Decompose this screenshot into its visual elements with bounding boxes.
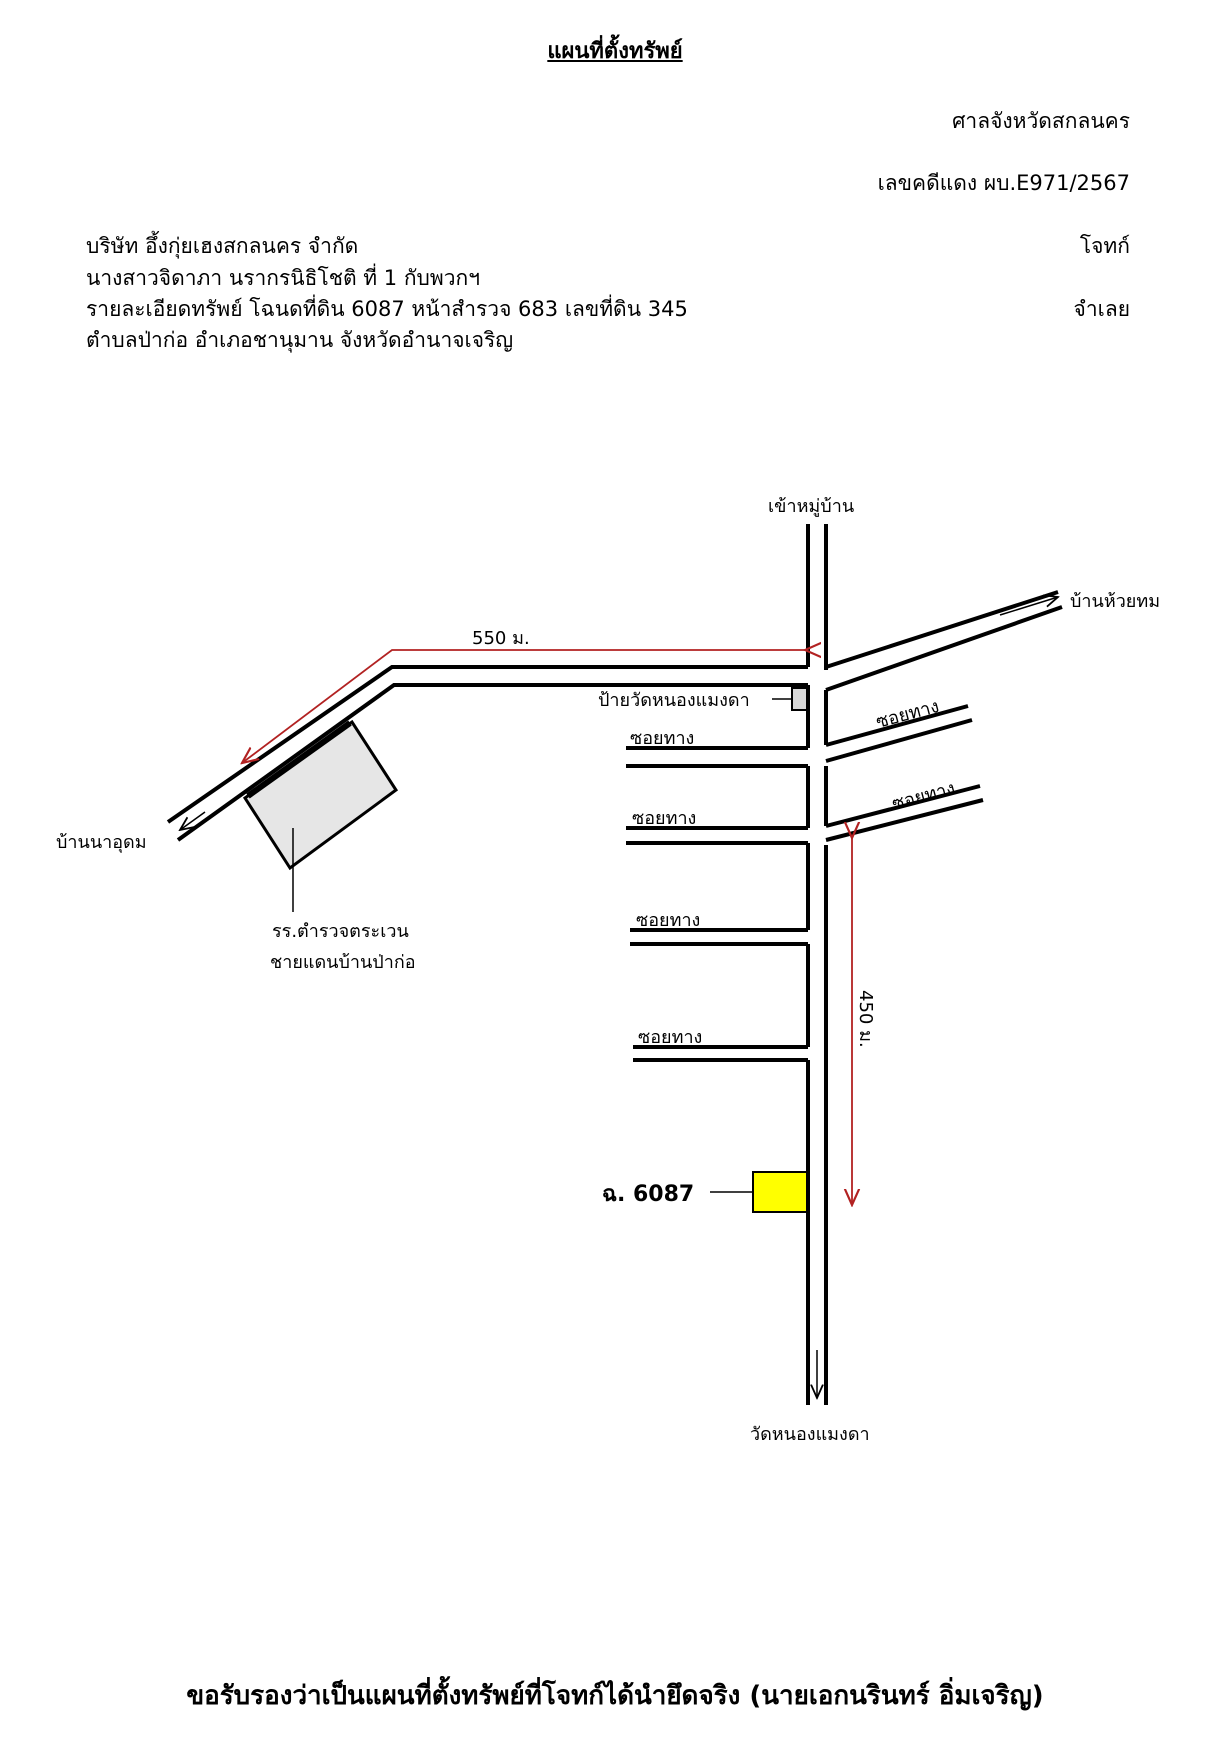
south-label: วัดหนองแมงดา bbox=[750, 1424, 870, 1445]
west-side-roads bbox=[626, 746, 808, 1062]
property-detail: รายละเอียดทรัพย์ โฉนดที่ดิน 6087 หน้าสำร… bbox=[86, 297, 688, 321]
parcel-label: ฉ. 6087 bbox=[602, 1182, 694, 1207]
west-direction-arrow bbox=[180, 811, 206, 830]
northeast-direction-arrow bbox=[999, 597, 1058, 616]
distance-550-label: 550 ม. bbox=[472, 628, 530, 649]
temple-sign-label: ป้ายวัดหนองแมงดา bbox=[598, 690, 750, 711]
plaintiff-role: โจทก์ bbox=[1079, 234, 1130, 258]
plaintiff-name: บริษัท อึ้งกุ่ยเฮงสกลนคร จำกัด bbox=[86, 234, 359, 258]
distance-550-line bbox=[242, 650, 805, 763]
page-title: แผนที่ตั้งทรัพย์ bbox=[547, 39, 683, 64]
northeast-road bbox=[825, 590, 1063, 692]
defendant-role: จำเลย bbox=[1073, 297, 1130, 321]
temple-sign-marker bbox=[791, 687, 808, 711]
west-label: บ้านนาอุดม bbox=[56, 832, 147, 853]
property-parcel bbox=[752, 1171, 808, 1213]
side-road-label: ซอยทาง bbox=[874, 696, 942, 733]
side-road-label: ซอยทาง bbox=[632, 808, 696, 829]
side-road-label: ซอยทาง bbox=[638, 1027, 702, 1048]
property-location: ตำบลป่าก่อ อำเภอชานุมาน จังหวัดอำนาจเจริ… bbox=[86, 328, 514, 352]
school-label-line-2: ชายแดนบ้านป่าก่อ bbox=[270, 952, 416, 973]
northeast-label: บ้านห้วยทม bbox=[1070, 591, 1160, 612]
case-number: เลขคดีแดง ผบ.E971/2567 bbox=[877, 171, 1130, 195]
side-road-label: ซอยทาง bbox=[630, 728, 694, 749]
side-road-label: ซอยทาง bbox=[636, 910, 700, 931]
distance-450-label: 450 ม. bbox=[855, 990, 876, 1048]
defendant-name: นางสาวจิดาภา นรากรนิธิโชติ ที่ 1 กับพวกฯ bbox=[86, 266, 481, 290]
main-road bbox=[806, 524, 828, 1405]
north-label: เข้าหมู่บ้าน bbox=[768, 496, 854, 517]
court-name: ศาลจังหวัดสกลนคร bbox=[952, 109, 1130, 133]
school-label-line-1: รร.ตำรวจตระเวน bbox=[272, 921, 409, 942]
east-side-roads bbox=[825, 704, 984, 842]
certification-statement: ขอรับรองว่าเป็นแผนที่ตั้งทรัพย์ที่โจทก์ไ… bbox=[186, 1681, 1044, 1711]
